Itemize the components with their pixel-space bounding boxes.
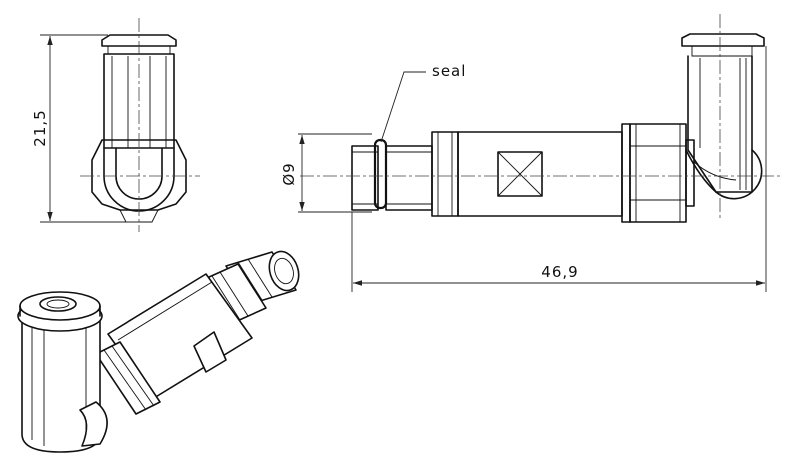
- length-dimension: 46,9: [351, 46, 767, 292]
- side-view: [300, 14, 780, 223]
- height-dimension-label: 21,5: [31, 109, 49, 146]
- flat-marking: [497, 151, 543, 197]
- isometric-view: [17, 250, 300, 453]
- diameter-dimension-label: Ø9: [280, 162, 298, 185]
- front-view: [80, 18, 200, 232]
- seal-label: seal: [432, 62, 466, 80]
- seal-callout: seal: [380, 62, 466, 143]
- diameter-dimension: Ø9: [280, 133, 372, 213]
- height-dimension: 21,5: [31, 34, 140, 223]
- seal-ring: [373, 138, 388, 210]
- length-dimension-label: 46,9: [541, 263, 578, 281]
